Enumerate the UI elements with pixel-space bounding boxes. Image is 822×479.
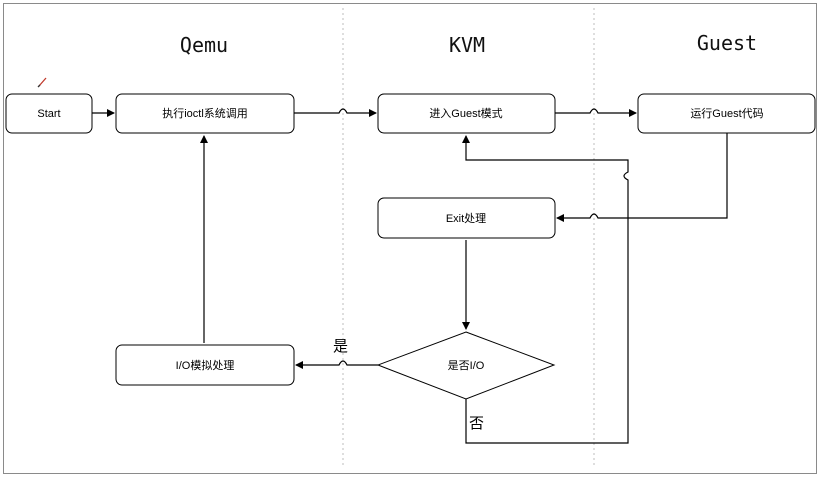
node-exit-handle-label: Exit处理 [446, 212, 486, 225]
node-run-guest: 运行Guest代码 [637, 93, 816, 134]
lane-title-kvm: KVM [449, 33, 485, 57]
node-ioctl-label: 执行ioctl系统调用 [162, 106, 248, 120]
edge-is-io-yes-to-io-emulate [295, 360, 378, 369]
node-start: Start [5, 93, 93, 134]
edge-label-yes: 是 [333, 338, 348, 355]
node-enter-guest-label: 进入Guest模式 [429, 107, 502, 120]
node-is-io-label: 是否I/O [448, 359, 485, 372]
node-io-emulate-label: I/O模拟处理 [176, 358, 235, 372]
edge-label-no: 否 [469, 415, 484, 432]
edge-run-guest-to-exit-handle [556, 133, 728, 222]
lane-title-guest: Guest [697, 31, 757, 55]
pencil-icon [37, 77, 47, 88]
edge-is-io-no-to-enter-guest [462, 135, 629, 444]
node-enter-guest: 进入Guest模式 [377, 93, 556, 134]
node-is-io-decision: 是否I/O [376, 331, 556, 400]
lane-title-qemu: Qemu [180, 33, 228, 57]
node-ioctl: 执行ioctl系统调用 [115, 93, 295, 134]
node-run-guest-label: 运行Guest代码 [690, 107, 763, 120]
node-exit-handle: Exit处理 [377, 197, 556, 239]
edge-enter-guest-to-run-guest [555, 108, 637, 117]
edge-ioctl-to-enter-guest [294, 108, 377, 117]
node-start-label: Start [37, 108, 60, 120]
node-io-emulate: I/O模拟处理 [115, 344, 295, 386]
